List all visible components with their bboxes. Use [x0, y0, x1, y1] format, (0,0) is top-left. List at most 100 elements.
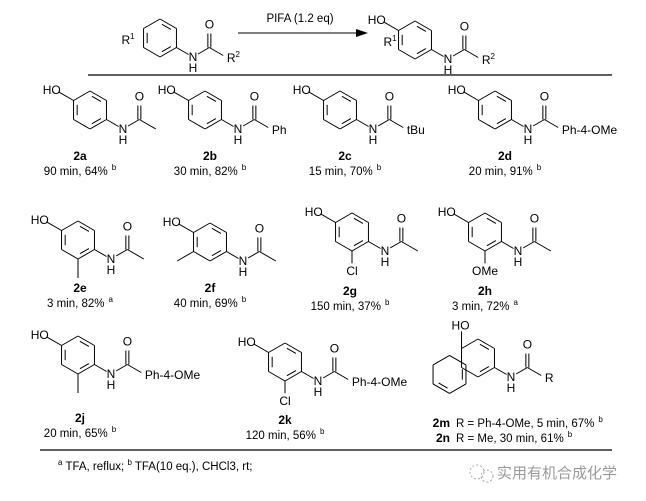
footnote-ref: b	[112, 163, 117, 172]
nitrogen-label: N	[314, 374, 323, 388]
bond	[301, 371, 314, 379]
bond	[221, 119, 234, 127]
bond	[452, 49, 465, 57]
footnote-ref: b	[242, 295, 247, 304]
oxygen-label: O	[540, 90, 549, 104]
hydrogen-label: H	[107, 263, 116, 277]
nitrogen-label: N	[381, 244, 390, 258]
r1-label: R1	[121, 32, 135, 47]
ring-double-bond	[438, 382, 448, 389]
footnote-ref: b	[320, 427, 325, 436]
ring-double-bond	[416, 48, 427, 55]
substituent-label: Cl	[279, 394, 290, 408]
hydroxyl-bond	[453, 213, 469, 223]
compound-label: 2a	[73, 149, 87, 163]
ring-double-bond	[486, 240, 497, 247]
ring-bond	[484, 241, 502, 252]
ring-bond	[188, 119, 206, 130]
ring-double-bond	[353, 240, 364, 247]
hydrogen-label: H	[507, 381, 516, 395]
bond	[431, 49, 444, 57]
ring-double-bond	[353, 217, 364, 224]
hydrogen-label: H	[524, 133, 533, 147]
r-group-label: R	[545, 371, 554, 385]
hydroxyl-bond	[46, 221, 62, 231]
hydroxyl-label: HO	[438, 205, 456, 219]
r-group-label: Ph-4-OMe	[352, 375, 408, 389]
ring-bond	[159, 18, 177, 29]
bond	[389, 119, 404, 128]
hydroxyl-bond	[383, 21, 399, 31]
bond	[127, 364, 142, 373]
ring-double-bond	[341, 95, 352, 102]
hydroxyl-bond	[308, 91, 324, 101]
bond	[368, 241, 381, 249]
ring-bond	[484, 212, 502, 223]
ring-bond	[432, 355, 450, 366]
conditions-text: 3 min, 72%a	[452, 298, 519, 313]
ring-bond	[204, 119, 222, 130]
compound-label: 2h	[478, 284, 492, 298]
methyl-bond	[401, 241, 419, 252]
oxygen-label: O	[330, 342, 339, 356]
compound-label: 2d	[498, 149, 512, 163]
ring-double-bond	[91, 118, 102, 125]
ring-double-bond	[496, 118, 507, 125]
ring-bond	[284, 342, 302, 353]
ring-double-bond	[479, 343, 490, 350]
footnote-ref: b	[112, 425, 117, 434]
ring-double-bond	[79, 248, 90, 255]
methyl-bond	[139, 119, 157, 130]
footnote-ref: b	[242, 163, 247, 172]
hydroxyl-bond	[173, 91, 189, 101]
bond	[501, 241, 514, 249]
hydroxyl-bond	[320, 213, 336, 223]
oxygen-label: O	[123, 220, 132, 234]
ring-bond	[323, 90, 341, 101]
hydrogen-label: H	[189, 61, 198, 75]
ring-bond	[204, 90, 222, 101]
hydroxyl-bond	[463, 91, 479, 101]
compound-label: 2e	[73, 281, 87, 295]
bond	[544, 119, 559, 128]
bond	[389, 241, 402, 249]
bond	[242, 119, 255, 127]
hydroxyl-label: HO	[158, 83, 176, 97]
ring-bond	[351, 212, 369, 223]
r-group-label: Ph-4-OMe	[562, 123, 618, 137]
r-group-label: Ph	[272, 123, 287, 137]
ring-double-bond	[79, 340, 90, 347]
methyl-bond	[259, 251, 277, 262]
methyl-bond	[127, 249, 145, 260]
ring-bond	[89, 119, 107, 130]
conditions-text: 3 min, 82%a	[47, 295, 114, 310]
ring-bond	[449, 383, 467, 394]
bond	[511, 119, 524, 127]
footnote-ref: a	[514, 298, 519, 307]
conditions-text: 20 min, 65%b	[44, 425, 117, 440]
nitrogen-label: N	[234, 122, 243, 136]
nitrogen-label: N	[119, 122, 128, 136]
hydroxyl-bond	[178, 223, 194, 233]
ring-bond	[61, 364, 79, 375]
hydrogen-label: H	[239, 265, 248, 279]
compound-label: 2b	[203, 149, 217, 163]
oxygen-label: O	[123, 335, 132, 349]
bond	[494, 367, 507, 375]
ring-bond	[339, 90, 357, 101]
ring-bond	[494, 119, 512, 130]
nitrogen-label: N	[107, 252, 116, 266]
methyl-bond	[534, 241, 552, 252]
footnote-ref: b	[537, 163, 542, 172]
ring-double-bond	[211, 227, 222, 234]
ring-bond	[143, 18, 161, 29]
oxygen-label: O	[530, 212, 539, 226]
reagent-label: PIFA (1.2 eq)	[266, 13, 333, 25]
ring-double-bond	[79, 225, 90, 232]
bond	[106, 119, 119, 127]
ring-bond	[61, 220, 79, 231]
ring-bond	[478, 90, 496, 101]
